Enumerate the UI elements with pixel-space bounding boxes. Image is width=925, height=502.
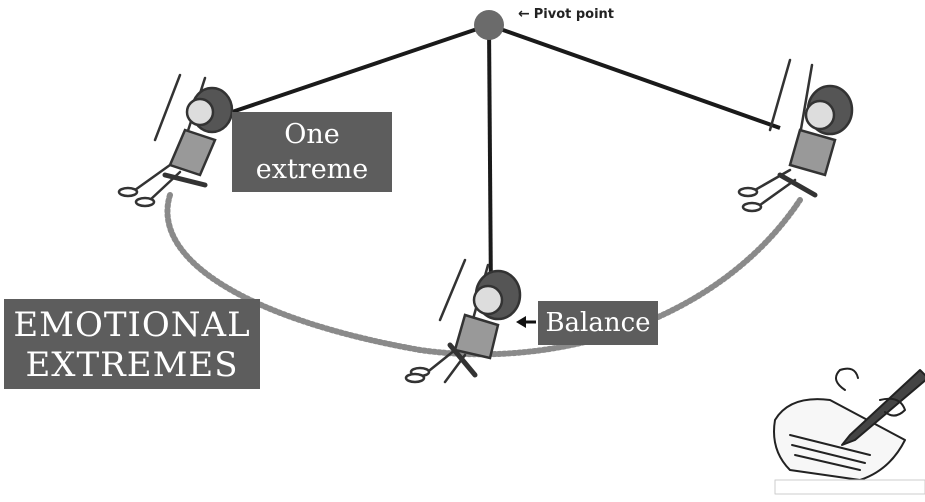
- swing-arc: [164, 192, 803, 358]
- pivot-point-text: Pivot point: [533, 7, 615, 22]
- swinging-girl-left-icon: [117, 73, 234, 208]
- emotional-extremes-label: EMOTIONAL EXTREMES: [4, 299, 260, 389]
- one-extreme-line2: extreme: [255, 154, 369, 185]
- one-extreme-line1: One: [284, 119, 340, 150]
- emotional-line1: EMOTIONAL: [13, 305, 251, 345]
- pencil-paper-icon: [773, 367, 925, 495]
- balance-label: Balance: [538, 301, 658, 345]
- balance-arrow-icon: [516, 316, 536, 328]
- swinging-girl-center-icon: [404, 258, 522, 384]
- rope-left: [231, 23, 490, 114]
- rope-right: [488, 23, 781, 130]
- pivot-point: [474, 10, 504, 40]
- pivot-point-label: ←Pivot point: [518, 6, 614, 22]
- arrow-left-icon: ←: [518, 6, 530, 22]
- emotional-line2: EXTREMES: [25, 345, 239, 385]
- rope-center: [487, 24, 493, 301]
- swinging-girl-right-icon: [737, 58, 854, 213]
- one-extreme-label: One extreme: [232, 112, 392, 192]
